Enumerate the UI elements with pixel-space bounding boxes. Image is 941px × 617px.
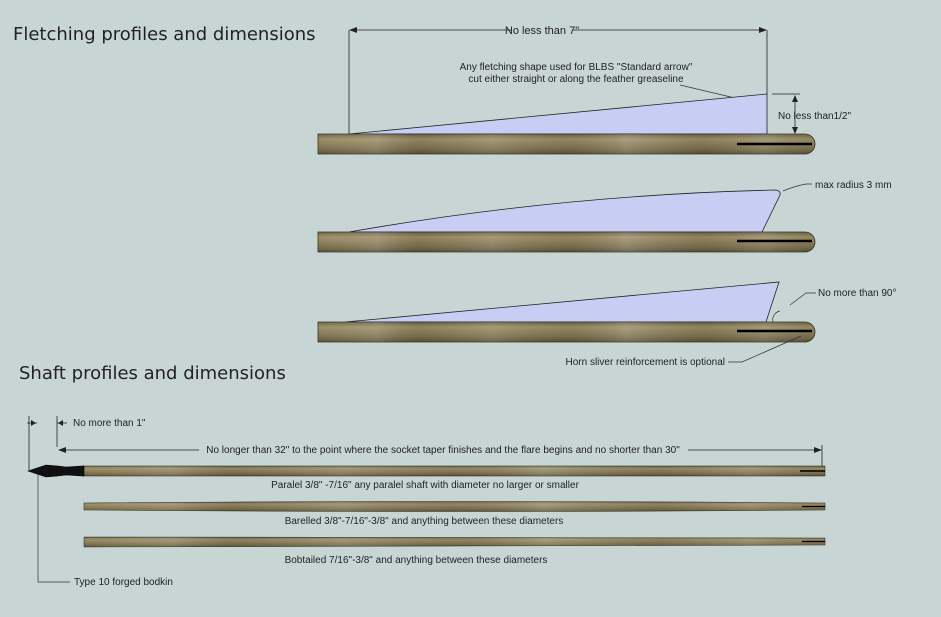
no-less-than-7-label: No less than 7" <box>505 25 579 37</box>
shaft-profiles: No more than 1" No longer than 32" to th… <box>27 416 826 588</box>
max-radius-label: max radius 3 mm <box>815 180 892 191</box>
paralel-label: Paralel 3/8" -7/16" any paralel shaft wi… <box>271 480 579 491</box>
barelled-label: Barelled 3/8"-7/16"-3/8" and anything be… <box>285 516 564 527</box>
shaft-bobtailed <box>83 536 826 548</box>
horn-sliver-leader <box>728 335 802 363</box>
length-rule-label: No longer than 32" to the point where th… <box>206 445 680 456</box>
fletching-profile-straight: No less than 7" Any fletching shape used… <box>317 25 851 155</box>
shaft-heading: Shaft profiles and dimensions <box>19 363 286 384</box>
vane-straight <box>348 93 768 135</box>
horn-sliver-label: Horn sliver reinforcement is optional <box>565 357 725 368</box>
bobtailed-label: Bobtailed 7/16"-3/8" and anything betwee… <box>285 555 548 566</box>
fletching-profile-curved: max radius 3 mm <box>317 180 892 253</box>
no-more-than-1-label: No more than 1" <box>73 418 146 429</box>
shaft-paralel <box>81 465 826 477</box>
no-more-90-label: No more than 90° <box>818 288 897 299</box>
shaft-barelled <box>83 501 826 512</box>
angle-arc <box>772 310 781 323</box>
bodkin-point <box>27 464 85 478</box>
max-radius-leader <box>782 183 812 192</box>
vane-curved <box>348 189 781 233</box>
fletching-profile-angled: No more than 90° Horn sliver reinforceme… <box>317 281 897 368</box>
point-extension-lines <box>28 416 58 470</box>
no-more-90-leader <box>789 292 816 306</box>
fletching-heading: Fletching profiles and dimensions <box>13 24 316 45</box>
bodkin-leader <box>37 474 70 583</box>
vane-angled <box>344 281 780 323</box>
point-dim-arrowheads <box>31 420 63 426</box>
shaft-segment-3 <box>317 321 816 343</box>
shaft-segment-2 <box>317 231 816 253</box>
bodkin-label: Type 10 forged bodkin <box>74 577 173 588</box>
length-extension-lines <box>348 30 768 134</box>
fletch-note-line1: Any fletching shape used for BLBS "Stand… <box>460 62 693 73</box>
no-less-than-half-label: No less than1/2" <box>778 111 851 122</box>
shaft-segment-1 <box>317 133 816 155</box>
fletch-note-leader <box>679 84 736 99</box>
fletch-note-line2: cut either straight or along the feather… <box>468 74 684 85</box>
